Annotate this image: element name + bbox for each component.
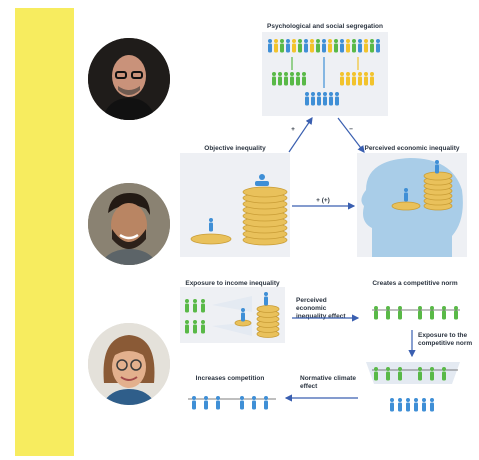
yellow-accent-bar bbox=[15, 8, 74, 456]
exposure-title: Exposure to income inequality bbox=[185, 280, 280, 287]
norm-title: Creates a competitive norm bbox=[372, 280, 458, 287]
segregation-top-row bbox=[268, 39, 380, 53]
arrow-up-sign: + bbox=[291, 126, 295, 133]
avatar-woman bbox=[88, 323, 170, 405]
competition-title: Increases competition bbox=[195, 375, 265, 382]
exposure-norm-label: Exposure to the competitive norm bbox=[418, 332, 473, 347]
avatar-bearded-man bbox=[88, 183, 170, 265]
objective-inequality-title: Objective inequality bbox=[204, 145, 266, 152]
segregation-title: Psychological and social segregation bbox=[267, 23, 383, 30]
connector-label: + (+) bbox=[316, 197, 330, 204]
arrow-right-sign: − bbox=[349, 126, 353, 133]
avatar-bald-man bbox=[88, 38, 170, 120]
climate-label: Normative climate effect bbox=[300, 375, 356, 390]
perceived-inequality-title: Perceived economic inequality bbox=[364, 145, 460, 152]
effect-label: Perceived economic inequality effect bbox=[296, 297, 346, 320]
